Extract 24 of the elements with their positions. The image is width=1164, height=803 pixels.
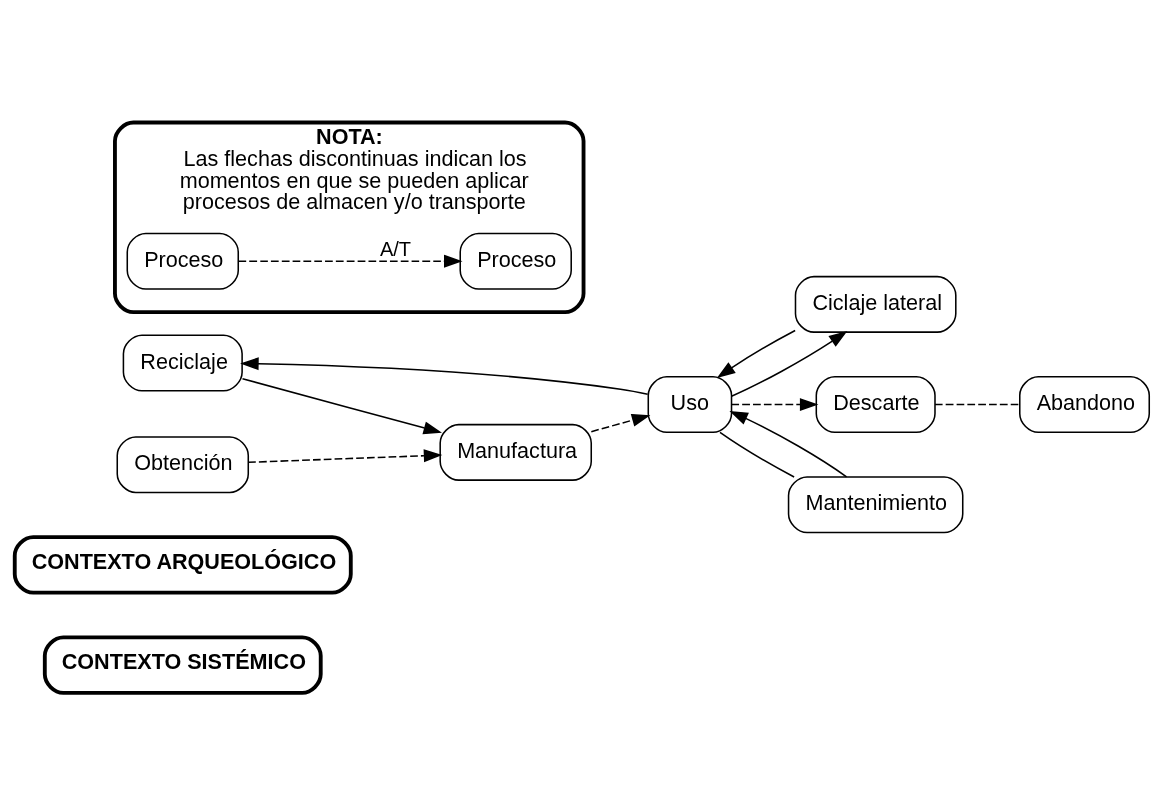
arrow	[716, 329, 796, 379]
arrow	[247, 449, 443, 464]
node-box: Uso	[647, 376, 733, 434]
arrow	[730, 330, 848, 398]
node-box: Descarte	[815, 376, 936, 434]
node-box: Proceso	[459, 232, 572, 290]
arrow	[240, 357, 649, 395]
node-box: CONTEXTO ARQUEOLÓGICO	[12, 535, 353, 595]
node-box: Abandono	[1019, 376, 1150, 434]
node-box: CONTEXTO SISTÉMICO	[42, 635, 323, 695]
node-box: Mantenimiento	[787, 476, 964, 534]
node-box: Ciclaje lateral	[794, 275, 957, 333]
node-box: Reciclaje	[122, 334, 243, 392]
arrow	[238, 254, 463, 268]
arrow	[590, 413, 651, 433]
connector	[719, 431, 795, 478]
arrow	[241, 378, 442, 435]
node-box: Proceso	[126, 232, 240, 290]
connector	[934, 403, 1021, 406]
arrow	[730, 398, 819, 412]
node-box: Manufactura	[439, 423, 592, 481]
edge-label: A/T	[379, 237, 412, 260]
arrow	[729, 411, 848, 478]
node-box: Obtención	[116, 436, 250, 494]
